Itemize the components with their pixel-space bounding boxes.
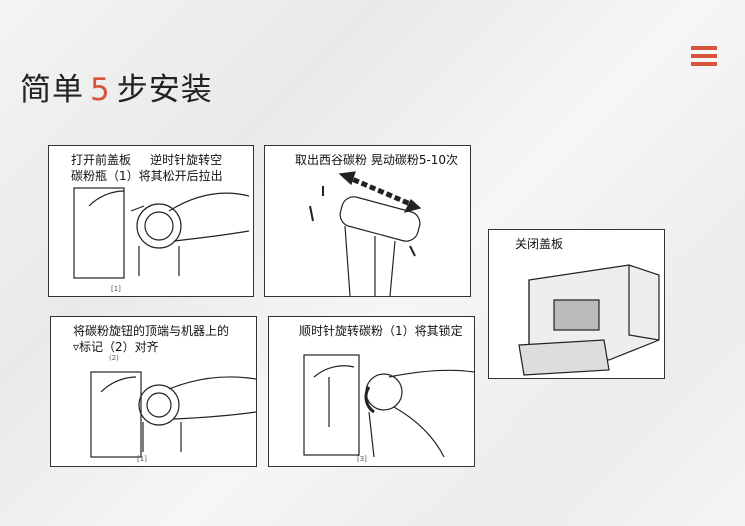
step-4-caption: 顺时针旋转碳粉（1）将其锁定 bbox=[299, 324, 463, 338]
figure-label-2: (2) bbox=[109, 354, 119, 362]
figure-label: [3] bbox=[357, 455, 367, 463]
align-toner-illustration bbox=[90, 371, 257, 458]
figure-label: [1] bbox=[111, 285, 121, 293]
step-1-caption: 打开前盖板 逆时针旋转空 碳粉瓶（1）将其松开后拉出 bbox=[71, 153, 223, 183]
step-2-caption: 取出西谷碳粉 晃动碳粉5-10次 bbox=[295, 153, 459, 167]
figure-label: [1] bbox=[137, 455, 147, 463]
step-5-panel: 关闭盖板 bbox=[488, 229, 665, 379]
step-4-panel: 顺时针旋转碳粉（1）将其锁定 [3] bbox=[268, 316, 475, 467]
step-5-caption: 关闭盖板 bbox=[515, 237, 564, 251]
title-prefix: 简单 bbox=[20, 72, 84, 108]
step-count: 5 bbox=[90, 72, 111, 108]
shake-toner-illustration bbox=[309, 171, 422, 297]
close-cover-illustration bbox=[518, 264, 660, 376]
step-3-caption: 将碳粉旋钮的顶端与机器上的 ▿标记（2）对齐 bbox=[73, 324, 230, 354]
title-suffix: 步安装 bbox=[116, 72, 213, 108]
step-1-panel: 打开前盖板 逆时针旋转空 碳粉瓶（1）将其松开后拉出 [1] bbox=[48, 145, 254, 297]
hamburger-menu-icon[interactable] bbox=[691, 46, 717, 66]
lock-toner-illustration bbox=[303, 354, 475, 458]
step-3-panel: 将碳粉旋钮的顶端与机器上的 ▿标记（2）对齐 (2) [1] bbox=[50, 316, 257, 467]
step-2-panel: 取出西谷碳粉 晃动碳粉5-10次 bbox=[264, 145, 471, 297]
toner-removal-illustration bbox=[73, 187, 250, 279]
